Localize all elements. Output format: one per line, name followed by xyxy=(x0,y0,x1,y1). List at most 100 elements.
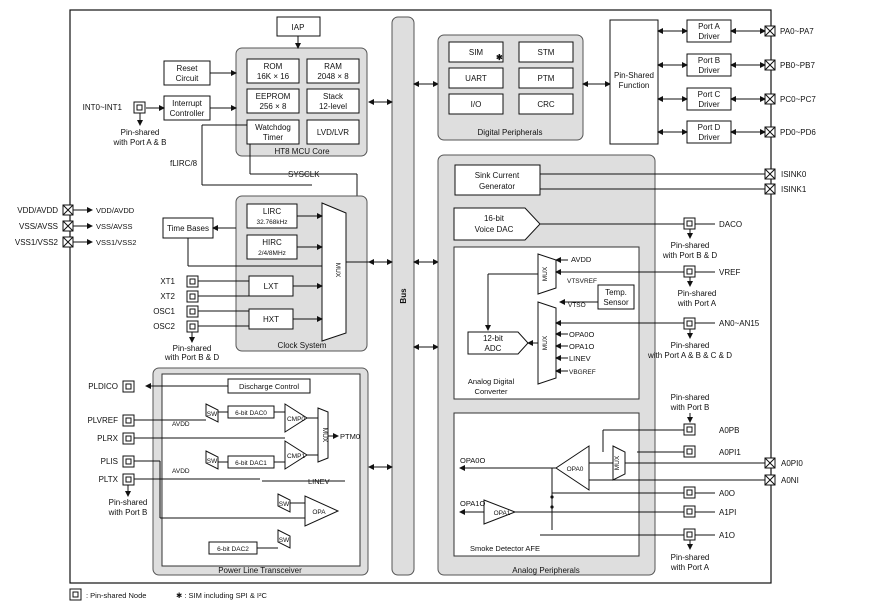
sw-label-1: SW xyxy=(207,411,218,418)
adc-in-vbgref: VBGREF xyxy=(569,369,596,376)
avdd-label-2: AVDD xyxy=(172,468,190,475)
lirc-freq: 32.768kHz xyxy=(256,219,287,226)
rom-size: 16K × 16 xyxy=(257,72,290,81)
digital-title: Digital Peripherals xyxy=(478,128,543,137)
a0ni-pin: A0NI xyxy=(781,476,799,485)
an-note: Pin-shared xyxy=(671,341,710,350)
a0pi1-pin: A0PI1 xyxy=(719,448,741,457)
osc2-pin: OSC2 xyxy=(153,322,175,331)
clock-note: Pin-shared xyxy=(173,344,212,353)
adc-in-opa1o: OPA1O xyxy=(569,342,594,351)
ram-label: RAM xyxy=(324,62,342,71)
avdd-label: AVDD xyxy=(571,255,592,264)
isink1-pin: ISINK1 xyxy=(781,185,807,194)
port-c-label-2: Driver xyxy=(698,100,720,109)
uart-label: UART xyxy=(465,74,487,83)
interrupt-label-2: Controller xyxy=(170,109,205,118)
dac1-label: 6-bit DAC1 xyxy=(235,460,267,467)
ptm-label: PTM xyxy=(538,74,555,83)
analog-pins: DACO Pin-shared with Port B & D VREF Pin… xyxy=(603,217,803,572)
rom-label: ROM xyxy=(264,62,283,71)
vtsvref-label: VTSVREF xyxy=(567,278,597,285)
port-c: Port C Driver PC0~PC7 xyxy=(657,87,816,111)
digital-peripherals: SIM ✱ STM UART PTM I/O CRC Digital Perip… xyxy=(437,34,584,141)
opa-label: OPA xyxy=(312,509,326,516)
clock-mux-label: MUX xyxy=(334,263,341,278)
pin-shared-function xyxy=(609,19,659,145)
a0pb-note: Pin-shared xyxy=(671,393,710,402)
port-a-label: Port A xyxy=(698,22,720,31)
stm-label: STM xyxy=(538,48,555,57)
temp-label: Temp. xyxy=(605,288,627,297)
plrx-pin: PLRX xyxy=(97,434,119,443)
dac2-label: 6-bit DAC2 xyxy=(217,546,249,553)
temp-label-2: Sensor xyxy=(603,298,629,307)
daco-note: Pin-shared xyxy=(671,241,710,250)
reset-label-2: Circuit xyxy=(176,74,199,83)
port-d: Port D Driver PD0~PD6 xyxy=(657,120,816,144)
a0pi0-pin: A0PI0 xyxy=(781,459,803,468)
clock-system: Time Bases LIRC 32.768kHz HIRC 2/4/8MHz … xyxy=(162,195,369,352)
cmp0-label: CMP0 xyxy=(287,416,305,423)
pc-pins: PC0~PC7 xyxy=(780,95,816,104)
vref-pin: VREF xyxy=(719,268,740,277)
clock-title: Clock System xyxy=(278,341,327,350)
voice-dac-label-2: Voice DAC xyxy=(475,225,514,234)
smoke-title: Smoke Detector AFE xyxy=(470,544,540,553)
sink-label-2: Generator xyxy=(479,182,515,191)
port-b: Port B Driver PB0~PB7 xyxy=(657,53,815,77)
adc-title: Analog Digital xyxy=(468,377,515,386)
vss1-label: VSS1/VSS2 xyxy=(96,238,136,247)
hxt-label: HXT xyxy=(263,315,279,324)
reset-label: Reset xyxy=(177,64,199,73)
legend-sim: ✱ : SIM including SPI & I²C xyxy=(176,591,267,600)
cmp1-label: CMP1 xyxy=(287,453,305,460)
port-b-label-2: Driver xyxy=(698,66,720,75)
sw-label-3: SW xyxy=(279,501,290,508)
iap-label: IAP xyxy=(292,23,305,32)
mcu-core-title: HT8 MCU Core xyxy=(274,147,330,156)
pa-pins: PA0~PA7 xyxy=(780,27,814,36)
pb-pins: PB0~PB7 xyxy=(780,61,815,70)
mcu-core: IAP ROM 16K × 16 RAM 2048 × 8 EEPROM 256… xyxy=(235,16,368,157)
vref-note: Pin-shared xyxy=(678,289,717,298)
pldico-pin: PLDICO xyxy=(88,382,118,391)
flirc-label: fLIRC/8 xyxy=(170,159,198,168)
opa0-label: OPA0 xyxy=(567,466,584,473)
plvref-pin: PLVREF xyxy=(87,416,118,425)
adc-label-2: ADC xyxy=(485,344,502,353)
dac0-label: 6-bit DAC0 xyxy=(235,410,267,417)
lvd-label: LVD/LVR xyxy=(317,128,349,137)
mux-2-label: MUX xyxy=(542,335,549,350)
int-note-2: with Port A & B xyxy=(113,138,167,147)
clock-pins: XT1 XT2 OSC1 OSC2 Pin-shared with Port B… xyxy=(153,275,249,362)
interrupt-label: Interrupt xyxy=(172,99,203,108)
stack-level: 12-level xyxy=(319,102,347,111)
io-label: I/O xyxy=(471,100,482,109)
pd-pins: PD0~PD6 xyxy=(780,128,816,137)
pltx-note-2: with Port B xyxy=(108,508,148,517)
sw-label-4: SW xyxy=(279,537,290,544)
vref-note-2: with Port A xyxy=(677,299,717,308)
hirc-freq: 2/4/8MHz xyxy=(258,250,286,257)
clock-note-2: with Port B & D xyxy=(164,353,219,362)
vdd-pin: VDD/AVDD xyxy=(17,206,58,215)
vdd-label: VDD/AVDD xyxy=(96,206,135,215)
smoke-note-2: with Port A xyxy=(670,563,710,572)
smoke-note: Pin-shared xyxy=(671,553,710,562)
ptm0-label: PTM0 xyxy=(340,432,360,441)
sim-label: SIM xyxy=(469,48,484,57)
stack-label: Stack xyxy=(323,92,344,101)
an-note-2: with Port A & B & C & D xyxy=(647,351,732,360)
osc1-pin: OSC1 xyxy=(153,307,175,316)
vtso-label: VTSO xyxy=(568,302,586,309)
plt-pins: PLDICO PLVREF PLRX PLIS PLTX Pin-shared … xyxy=(87,380,305,519)
port-c-label: Port C xyxy=(698,90,721,99)
int-note: Pin-shared xyxy=(121,128,160,137)
power-pins: VDD/AVDD VDD/AVDD VSS/AVSS VSS/AVSS VSS1… xyxy=(15,204,136,248)
discharge-label: Discharge Control xyxy=(239,382,299,391)
adc-in-opa0o: OPA0O xyxy=(569,330,594,339)
hirc-label: HIRC xyxy=(262,238,282,247)
psf-label: Pin-Shared xyxy=(614,71,654,80)
